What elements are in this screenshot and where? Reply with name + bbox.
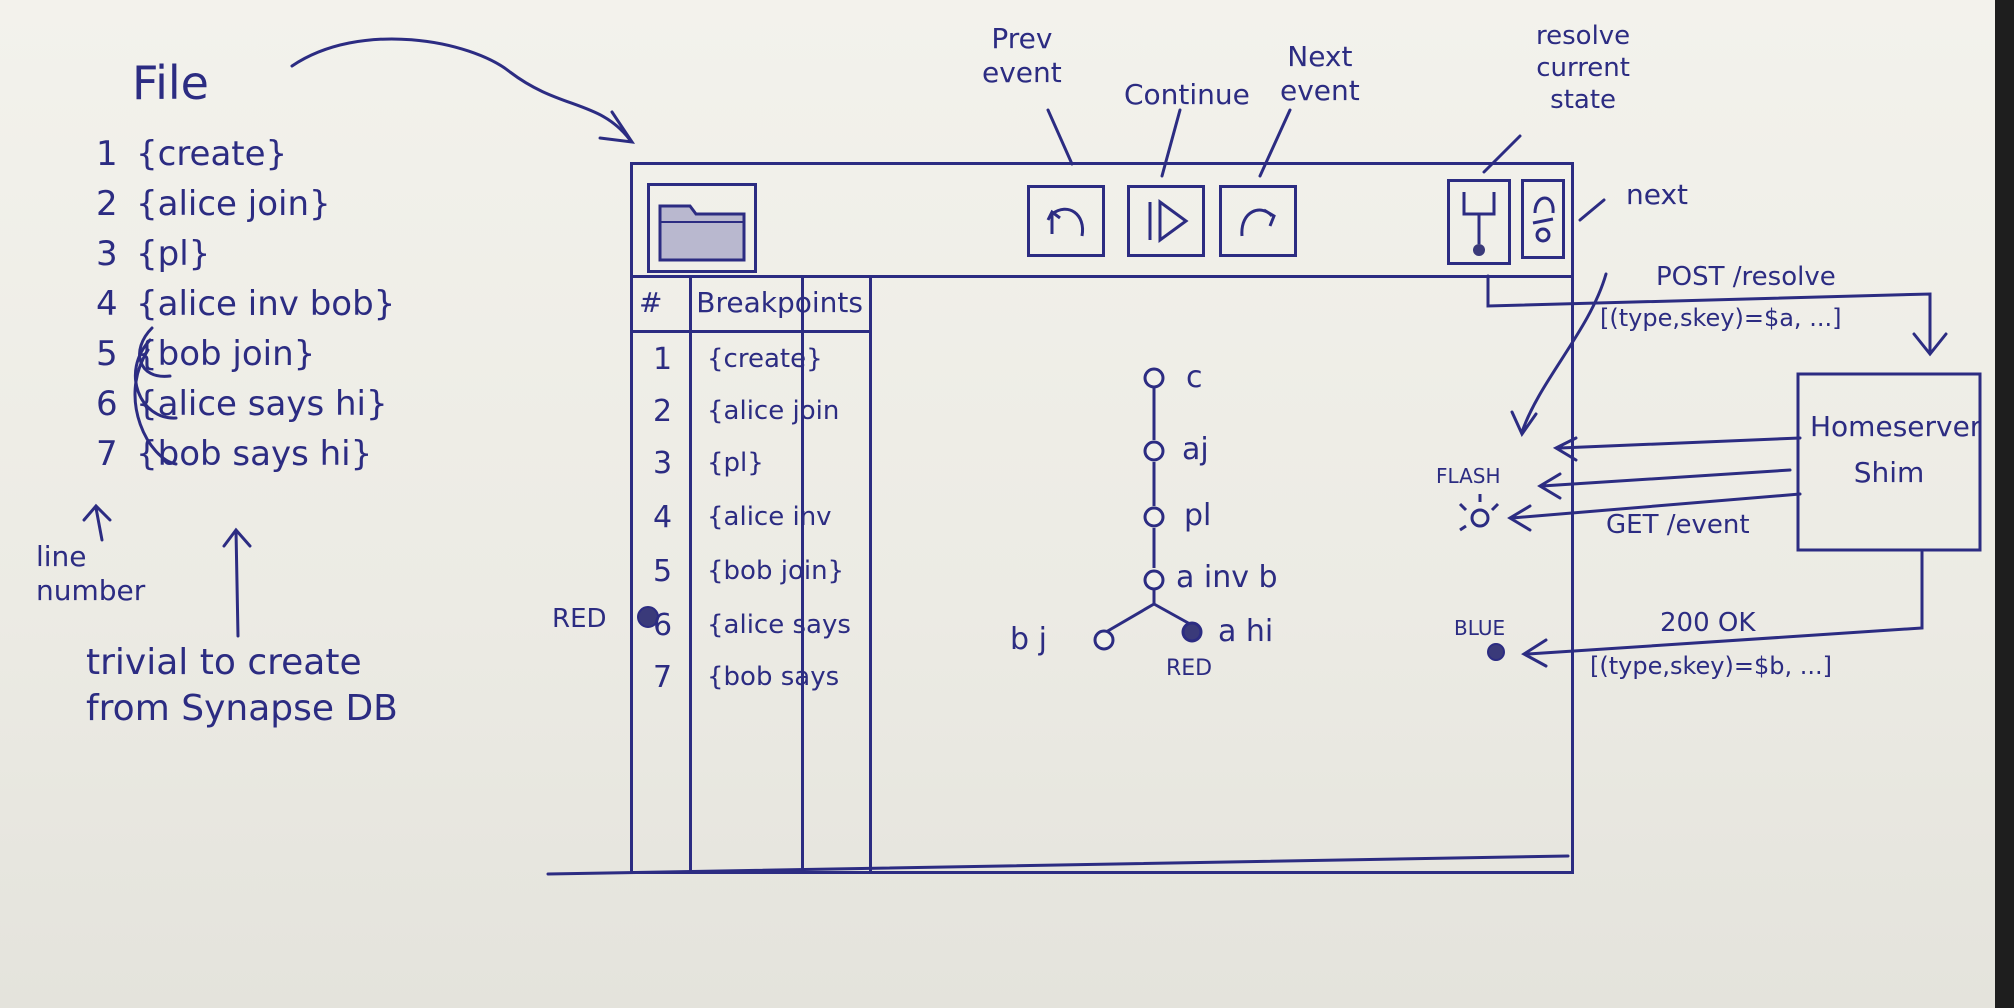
resolve-state-button[interactable] [1447,179,1511,265]
merge-icon [1462,192,1496,256]
breakpoints-right-divider [801,278,804,871]
node-label-c: c [1186,360,1203,395]
next-side-pointer [1578,198,1606,222]
node-aj [1143,440,1165,462]
blue-label: BLUE [1454,616,1506,640]
breakpoint-row[interactable]: 3{pl} [653,446,764,481]
open-file-button[interactable] [647,183,757,273]
step-icon [1532,196,1555,243]
node-label-a-hi: a hi [1218,614,1274,649]
file-line: 7{bob says hi} [96,434,373,474]
file-listing: 1{create} 2{alice join} 3{pl} 4{alice in… [96,134,395,484]
play-icon [1148,199,1189,243]
node-label-pl: pl [1184,498,1212,533]
prev-event-button[interactable] [1027,185,1105,257]
breakpoints-panel: # Breakpoints 1{create} 2{alice join 3{p… [633,278,872,871]
node-b-j [1093,629,1115,651]
post-payload-label: [(type,skey)=$a, ...] [1600,304,1842,332]
file-line: 3{pl} [96,234,211,274]
next-pointer [1258,108,1292,178]
file-line: 2{alice join} [96,184,331,224]
breakpoint-row[interactable]: 1{create} [653,342,823,377]
get-event-label: GET /event [1606,510,1750,540]
node-pl [1143,506,1165,528]
node-a-hi-red [1181,621,1203,643]
header-number: # [639,286,663,319]
redo-arrow-icon [1240,208,1276,237]
breakpoint-row[interactable]: 7{bob says [653,660,840,695]
next-side-label: next [1626,178,1689,211]
continue-button[interactable] [1127,185,1205,257]
breakpoint-red-marker [637,606,659,628]
file-to-window-arrow [290,37,632,142]
file-line: 5{bob join} [96,334,316,374]
blue-indicator [1487,643,1505,661]
node-label-aj: aj [1182,432,1209,467]
header-breakpoints: Breakpoints [696,286,863,319]
red-node-label: RED [1166,656,1213,681]
flash-label: FLASH [1436,464,1501,488]
node-a-inv-b [1143,569,1165,591]
breakpoints-divider [689,278,692,871]
file-line: 4{alice inv bob} [96,284,396,324]
breakpoints-header: # Breakpoints [633,278,869,333]
node-label-b-j: b j [1010,622,1047,657]
breakpoint-row[interactable]: 4{alice inv [653,500,832,535]
next-event-button[interactable] [1219,185,1297,257]
flash-indicator [1458,494,1500,532]
file-line: 1{create} [96,134,288,174]
ok-payload-label: [(type,skey)=$b, ...] [1590,652,1832,680]
node-c [1143,367,1165,389]
breakpoint-row-active[interactable]: 6{alice says [653,608,851,643]
continue-label: Continue [1124,78,1250,111]
prev-pointer [1046,108,1074,166]
node-label-a-inv-b: a inv b [1176,560,1278,595]
homeserver-box [1796,372,1982,552]
line-number-note: line number [36,540,146,607]
resolve-pointer [1482,134,1522,174]
file-line: 6{alice says hi} [96,384,388,424]
file-title: File [132,56,209,110]
debugger-window: # Breakpoints 1{create} 2{alice join 3{p… [630,162,1574,874]
post-resolve-label: POST /resolve [1656,262,1836,292]
breakpoint-row[interactable]: 2{alice join [653,394,840,429]
trivial-note: trivial to create from Synapse DB [86,642,398,729]
continue-pointer [1160,108,1182,178]
folder-icon [658,204,746,262]
next-resolve-button[interactable] [1521,179,1565,259]
undo-arrow-icon [1046,207,1085,237]
breakpoint-row[interactable]: 5{bob join} [653,554,845,589]
toolbar [633,165,1571,278]
ok-label: 200 OK [1660,608,1756,638]
red-breakpoint-label: RED [552,604,607,634]
